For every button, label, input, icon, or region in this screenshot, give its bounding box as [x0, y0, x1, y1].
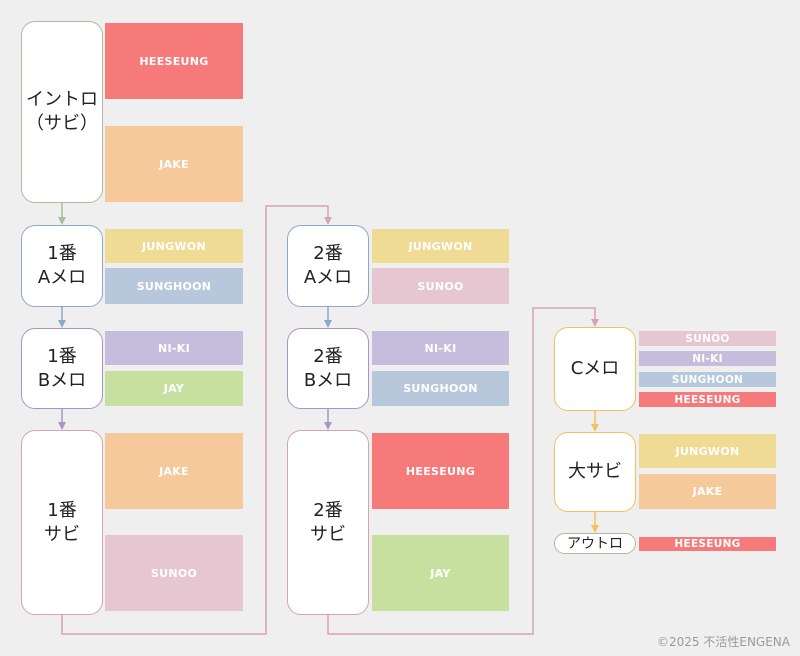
member-tag: JAKE: [639, 474, 776, 509]
section-2-sabi: 2番 サビ: [287, 430, 369, 615]
member-tag: SUNGHOON: [372, 371, 509, 406]
member-tag: JAKE: [105, 126, 243, 202]
member-tag: JUNGWON: [372, 229, 509, 263]
member-tag: SUNOO: [105, 535, 243, 611]
section-1-a-melo: 1番 Aメロ: [21, 225, 103, 307]
copyright-text: ©2025 不活性ENGENA: [657, 635, 790, 649]
section-intro: イントロ （サビ）: [21, 21, 103, 203]
section-outro: アウトロ: [554, 533, 636, 554]
section-1-b-melo: 1番 Bメロ: [21, 328, 103, 409]
member-tag: JAY: [372, 535, 509, 611]
section-c-melo: Cメロ: [554, 327, 636, 411]
section-2-b-melo: 2番 Bメロ: [287, 328, 369, 409]
member-tag: HEESEUNG: [639, 392, 776, 407]
member-tag: NI-KI: [372, 331, 509, 365]
member-tag: HEESEUNG: [372, 433, 509, 509]
member-tag: SUNGHOON: [639, 372, 776, 387]
member-tag: NI-KI: [105, 331, 243, 365]
section-1-sabi: 1番 サビ: [21, 430, 103, 615]
member-tag: NI-KI: [639, 351, 776, 366]
member-tag: JAY: [105, 371, 243, 406]
member-tag: JUNGWON: [105, 229, 243, 263]
member-tag: SUNOO: [639, 331, 776, 346]
section-2-a-melo: 2番 Aメロ: [287, 225, 369, 307]
section-dai-sabi: 大サビ: [554, 432, 636, 512]
member-tag: JAKE: [105, 433, 243, 509]
member-tag: HEESEUNG: [105, 23, 243, 99]
member-tag: HEESEUNG: [639, 537, 776, 551]
member-tag: JUNGWON: [639, 434, 776, 468]
member-tag: SUNOO: [372, 268, 509, 304]
member-tag: SUNGHOON: [105, 268, 243, 304]
